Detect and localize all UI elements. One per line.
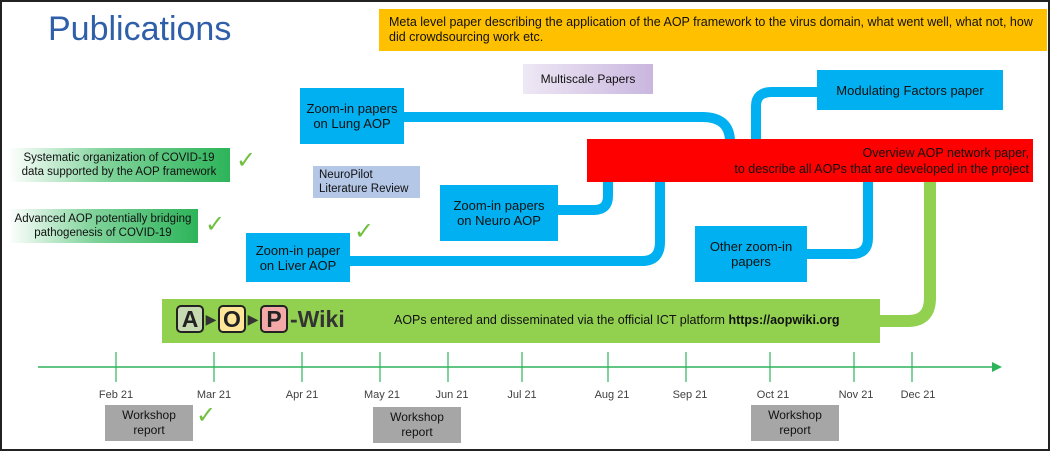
logo-letter-p: P bbox=[260, 305, 288, 333]
month-label: Dec 21 bbox=[900, 389, 936, 401]
modulating-connector bbox=[751, 87, 818, 142]
liver-connector bbox=[348, 182, 665, 266]
aopwiki-banner: A ▶ O ▶ P -Wiki AOPs entered and dissemi… bbox=[162, 299, 880, 343]
month-label: Feb 21 bbox=[98, 389, 134, 401]
month-label: Jun 21 bbox=[435, 389, 469, 401]
modulating-factors-box: Modulating Factors paper bbox=[817, 70, 1003, 110]
overview-network-box: Overview AOP network paper, to describe … bbox=[587, 139, 1033, 182]
check-icon: ✓ bbox=[354, 218, 375, 245]
month-label: Mar 21 bbox=[196, 389, 232, 401]
arrow-right-icon: ▶ bbox=[247, 310, 259, 327]
month-label: May 21 bbox=[363, 389, 401, 401]
systematic-organization-box: Systematic organization of COVID-19 data… bbox=[8, 148, 230, 182]
lung-aop-box: Zoom-in papers on Lung AOP bbox=[300, 88, 404, 144]
check-icon: ✓ bbox=[205, 211, 226, 238]
logo-wiki-text: -Wiki bbox=[290, 305, 345, 332]
multiscale-papers-box: Multiscale Papers bbox=[523, 64, 653, 94]
meta-paper-box: Meta level paper describing the applicat… bbox=[379, 9, 1047, 51]
month-label: Aug 21 bbox=[594, 389, 630, 401]
timeline-arrow bbox=[992, 362, 1002, 372]
workshop-report-may: Workshop report bbox=[373, 407, 461, 443]
month-label: Jul 21 bbox=[507, 389, 537, 401]
check-icon: ✓ bbox=[196, 402, 217, 429]
aopwiki-logo: A ▶ O ▶ P -Wiki bbox=[176, 305, 345, 333]
neuro-aop-box: Zoom-in papers on Neuro AOP bbox=[440, 185, 558, 241]
month-label: Apr 21 bbox=[285, 389, 319, 401]
logo-letter-o: O bbox=[218, 305, 246, 333]
aopwiki-url: https://aopwiki.org bbox=[728, 313, 840, 327]
month-label: Nov 21 bbox=[838, 389, 874, 401]
liver-aop-box: Zoom-in paper on Liver AOP bbox=[246, 233, 350, 282]
month-label: Sep 21 bbox=[672, 389, 708, 401]
workshop-report-oct: Workshop report bbox=[751, 405, 839, 441]
aopwiki-description-text: AOPs entered and disseminated via the of… bbox=[394, 313, 725, 327]
advanced-aop-box: Advanced AOP potentially bridging pathog… bbox=[8, 209, 198, 243]
other-zoom-in-box: Other zoom-in papers bbox=[695, 226, 807, 282]
other-connector bbox=[806, 182, 873, 259]
neuro-connector bbox=[556, 182, 613, 215]
workshop-report-mar: Workshop report bbox=[105, 405, 193, 441]
page-title: Publications bbox=[48, 10, 232, 48]
arrow-right-icon: ▶ bbox=[205, 310, 217, 327]
aopwiki-description: AOPs entered and disseminated via the of… bbox=[394, 313, 840, 327]
lung-connector bbox=[402, 112, 735, 143]
neuropilot-box: NeuroPilot Literature Review bbox=[313, 166, 420, 198]
timeline-ticks bbox=[115, 352, 913, 382]
month-label: Oct 21 bbox=[756, 389, 790, 401]
wiki-connector bbox=[879, 182, 936, 327]
logo-letter-a: A bbox=[176, 305, 204, 333]
check-icon: ✓ bbox=[236, 147, 257, 174]
